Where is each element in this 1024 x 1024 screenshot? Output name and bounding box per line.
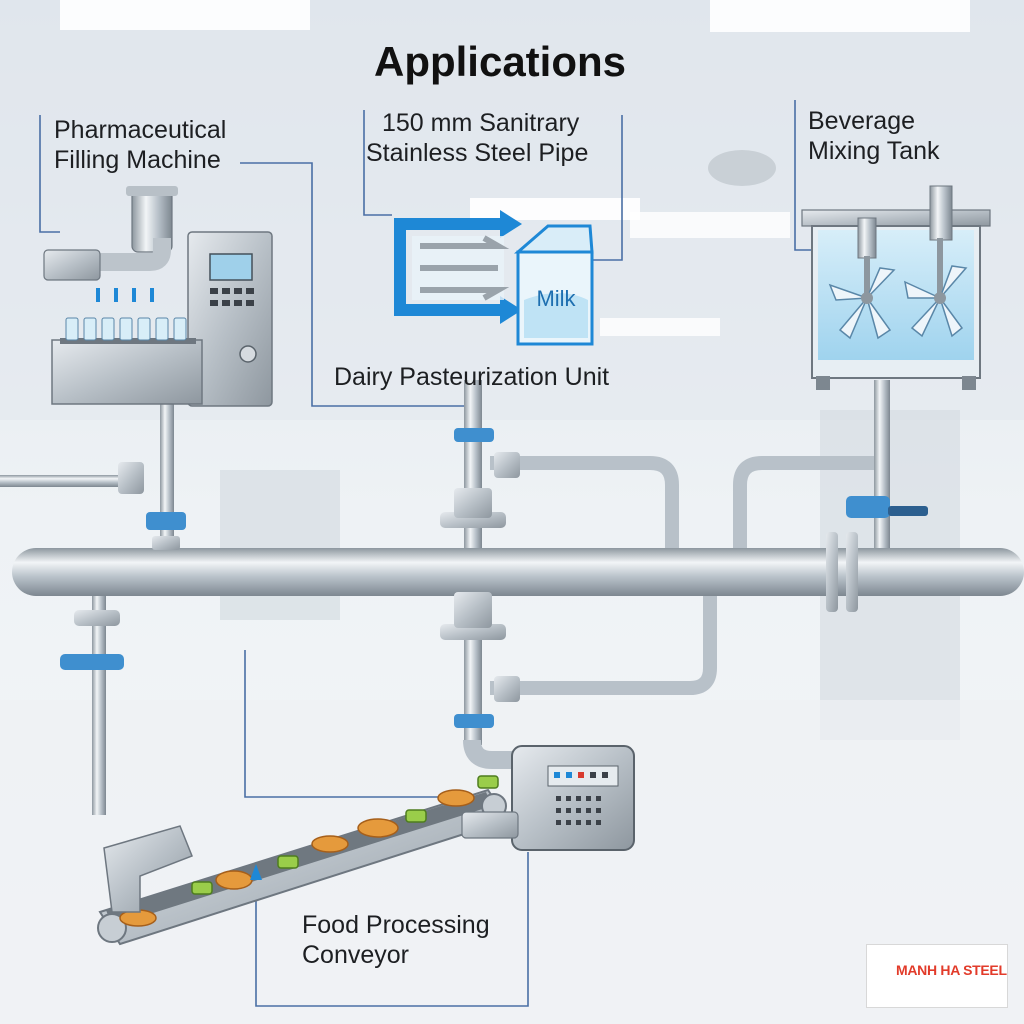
label-line: Beverage	[808, 107, 916, 135]
ceiling-light	[60, 0, 310, 30]
leader-pharma-left	[39, 115, 60, 233]
tri-clamps	[60, 428, 928, 728]
ceiling-light	[470, 198, 640, 220]
label-pharmaceutical-filling-machine: Pharmaceutical Filling Machine	[54, 115, 226, 175]
pharmaceutical-filling-machine-illustration	[43, 186, 273, 407]
label-line: Filling Machine	[54, 146, 221, 174]
leader-pharma-dairy	[240, 162, 470, 407]
ceiling-light	[710, 0, 970, 32]
label-sanitary-pipe: 150 mm Sanitrary Stainless Steel Pipe	[366, 108, 588, 168]
conveyor-pointer-arrow	[250, 864, 262, 880]
leader-beverage	[794, 100, 818, 251]
leader-lines	[39, 100, 818, 1007]
ceiling-vent	[708, 150, 776, 186]
food-processing-conveyor-illustration	[97, 745, 635, 946]
label-line: Stainless Steel Pipe	[366, 139, 589, 167]
logo-box	[866, 944, 1008, 1008]
label-beverage-mixing-tank: Beverage Mixing Tank	[808, 106, 940, 166]
leader-pipe-left	[363, 110, 392, 216]
diagram-title: Applications	[373, 38, 627, 85]
leader-food-bottom	[255, 852, 529, 1007]
leader-food-top	[244, 650, 480, 798]
label-line: Conveyor	[302, 941, 409, 969]
leader-pipe-right	[592, 115, 623, 261]
milk-carton-text: Milk	[536, 286, 576, 311]
dairy-pasteurization-icon	[394, 210, 522, 324]
ceiling-light	[600, 318, 720, 336]
pipe-fittings	[74, 452, 520, 702]
logo-text: MANH HA STEEL	[896, 962, 1007, 978]
milk-carton-icon: Milk	[513, 224, 594, 346]
label-line: Pharmaceutical	[54, 116, 227, 144]
label-line: 150 mm Sanitrary	[382, 109, 580, 137]
label-dairy-pasteurization-unit: Dairy Pasteurization Unit	[334, 363, 610, 391]
main-sanitary-pipe	[12, 532, 1024, 612]
label-line: Mixing Tank	[808, 137, 940, 165]
ceiling-light	[630, 212, 790, 238]
background-equipment	[220, 470, 340, 620]
beverage-mixing-tank-illustration	[801, 185, 991, 390]
label-food-processing-conveyor: Food Processing Conveyor	[302, 910, 490, 970]
label-line: Food Processing	[302, 911, 490, 939]
